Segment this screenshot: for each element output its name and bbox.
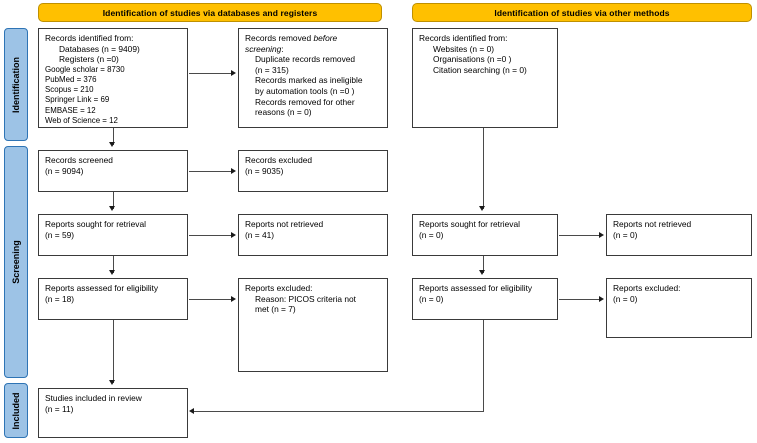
arrowhead-sought-to-not-retrieved: [231, 231, 236, 238]
records-removed-line-4: (n = 315): [255, 64, 289, 75]
reports-not-retrieved-line-2: (n = 41): [245, 229, 275, 240]
banner-databases-label: Identification of studies via databases …: [102, 7, 318, 18]
other-identified-line-4: Citation searching (n = 0): [433, 64, 527, 75]
other-assessed-line-1: Reports assessed for eligibility: [419, 283, 533, 293]
stage-identification-text: Identification: [11, 56, 21, 113]
box-other-sought: Reports sought for retrieval (n = 0): [412, 214, 558, 256]
box-reports-sought: Reports sought for retrieval (n = 59): [38, 214, 188, 256]
reports-excluded-line-1: Reports excluded:: [245, 283, 313, 293]
records-identified-line-2: Databases (n = 9409): [59, 43, 140, 54]
reports-sought-line-2: (n = 59): [45, 229, 75, 240]
arrowhead-other-sought-to-not-retrieved: [599, 231, 604, 238]
reports-sought-line-1: Reports sought for retrieval: [45, 219, 147, 229]
box-studies-included: Studies included in review (n = 11): [38, 388, 188, 438]
connector-other-assessed-to-included-horizontal: [194, 411, 484, 412]
other-identified-line-2: Websites (n = 0): [433, 43, 495, 54]
box-records-screened: Records screened (n = 9094): [38, 150, 188, 192]
box-records-removed: Records removed before screening: Duplic…: [238, 28, 388, 128]
arrowhead-assessed-to-excluded: [231, 295, 236, 302]
stage-included-text: Included: [11, 391, 21, 430]
box-reports-not-retrieved: Reports not retrieved (n = 41): [238, 214, 388, 256]
records-identified-line-8: EMBASE = 12: [45, 105, 96, 115]
reports-excluded-line-2: Reason: PICOS criteria not: [255, 293, 357, 304]
connector-screened-to-excluded: [189, 171, 232, 172]
records-excluded-line-2: (n = 9035): [245, 165, 284, 176]
connector-sought-to-assessed: [113, 256, 114, 273]
other-excluded-line-1: Reports excluded:: [613, 283, 681, 293]
records-removed-line-6: by automation tools (n =0 ): [255, 85, 355, 96]
records-identified-line-3: Registers (n =0): [59, 54, 119, 65]
arrowhead-screened-to-sought: [109, 206, 116, 211]
box-other-assessed: Reports assessed for eligibility (n = 0): [412, 278, 558, 320]
other-not-retrieved-line-2: (n = 0): [613, 229, 638, 240]
stage-screening-text: Screening: [11, 240, 21, 284]
records-screened-line-2: (n = 9094): [45, 165, 84, 176]
banner-other-label: Identification of studies via other meth…: [494, 7, 670, 18]
other-not-retrieved-line-1: Reports not retrieved: [613, 219, 692, 229]
connector-assessed-to-excluded: [189, 299, 232, 300]
arrowhead-other-sought-to-assessed: [479, 270, 486, 275]
banner-databases-and-registers: Identification of studies via databases …: [38, 3, 382, 22]
records-removed-l2a: screening: [245, 43, 282, 54]
arrowhead-other-to-included: [189, 407, 194, 414]
box-other-excluded: Reports excluded: (n = 0): [606, 278, 752, 338]
records-removed-line-8: reasons (n = 0): [255, 107, 312, 118]
box-other-identified: Records identified from: Websites (n = 0…: [412, 28, 558, 128]
box-reports-assessed: Reports assessed for eligibility (n = 18…: [38, 278, 188, 320]
records-identified-line-7: Springer Link = 69: [45, 95, 110, 105]
studies-included-line-1: Studies included in review: [45, 393, 142, 403]
connector-assessed-to-included: [113, 320, 114, 383]
connector-other-sought-to-assessed: [483, 256, 484, 273]
arrowhead-identified-to-screened: [109, 142, 116, 147]
records-identified-line-6: Scopus = 210: [45, 85, 94, 95]
studies-included-line-2: (n = 11): [45, 403, 74, 414]
connector-identified-to-screened: [113, 128, 114, 145]
box-reports-excluded: Reports excluded: Reason: PICOS criteria…: [238, 278, 388, 372]
arrowhead-identified-to-removed: [231, 69, 236, 76]
connector-sought-to-not-retrieved: [189, 235, 232, 236]
records-removed-line-1: Records removed before: [245, 33, 382, 44]
connector-other-sought-to-not-retrieved: [559, 235, 600, 236]
arrowhead-sought-to-assessed: [109, 270, 116, 275]
stage-label-identification: Identification: [4, 28, 28, 141]
other-assessed-line-2: (n = 0): [419, 293, 444, 304]
records-removed-line-3: Duplicate records removed: [255, 54, 356, 65]
other-sought-line-2: (n = 0): [419, 229, 444, 240]
box-other-not-retrieved: Reports not retrieved (n = 0): [606, 214, 752, 256]
records-identified-line-1: Records identified from:: [45, 33, 134, 43]
other-identified-line-1: Records identified from:: [419, 33, 508, 43]
records-identified-line-5: PubMed = 376: [45, 74, 97, 84]
connector-other-assessed-to-excluded: [559, 299, 600, 300]
records-excluded-line-1: Records excluded: [245, 155, 313, 165]
connector-other-identified-to-sought: [483, 128, 484, 209]
arrowhead-assessed-to-included: [109, 380, 116, 385]
records-removed-line-7: Records removed for other: [255, 96, 355, 107]
records-removed-l1b: before: [313, 33, 338, 43]
records-identified-line-4: Google scholar = 8730: [45, 64, 125, 74]
connector-other-assessed-to-included-vertical: [483, 320, 484, 412]
connector-identified-to-removed: [189, 73, 232, 74]
banner-other-methods: Identification of studies via other meth…: [412, 3, 752, 22]
arrowhead-screened-to-excluded: [231, 167, 236, 174]
reports-assessed-line-2: (n = 18): [45, 293, 75, 304]
box-records-excluded: Records excluded (n = 9035): [238, 150, 388, 192]
records-removed-l2b: :: [281, 43, 284, 54]
reports-excluded-line-3: met (n = 7): [255, 304, 296, 315]
stage-label-included: Included: [4, 383, 28, 438]
records-removed-line-2: screening:: [245, 44, 382, 55]
other-sought-line-1: Reports sought for retrieval: [419, 219, 521, 229]
stage-label-screening: Screening: [4, 146, 28, 378]
arrowhead-other-assessed-to-excluded: [599, 295, 604, 302]
records-screened-line-1: Records screened: [45, 155, 113, 165]
records-removed-line-5: Records marked as ineligible: [255, 75, 363, 86]
records-identified-line-9: Web of Science = 12: [45, 115, 118, 125]
box-records-identified: Records identified from: Databases (n = …: [38, 28, 188, 128]
reports-assessed-line-1: Reports assessed for eligibility: [45, 283, 159, 293]
records-removed-l1a: Records removed: [245, 33, 314, 43]
other-excluded-line-2: (n = 0): [613, 293, 638, 304]
arrowhead-other-identified-to-sought: [479, 206, 486, 211]
connector-screened-to-sought: [113, 192, 114, 209]
reports-not-retrieved-line-1: Reports not retrieved: [245, 219, 324, 229]
other-identified-line-3: Organisations (n =0 ): [433, 54, 512, 65]
